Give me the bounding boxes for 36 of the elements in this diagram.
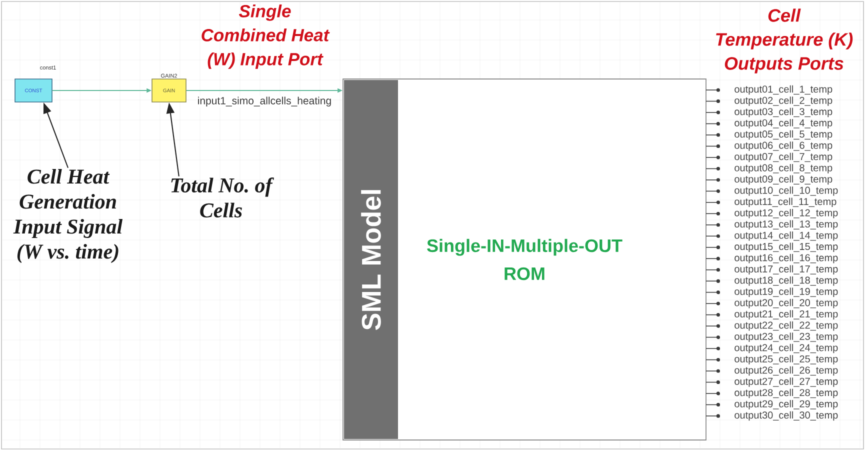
port-label: output18_cell_18_temp — [734, 276, 838, 286]
signal-label: input1_simo_allcells_heating — [196, 96, 333, 108]
port-label: output14_cell_14_temp — [734, 231, 838, 241]
port-label: output29_cell_29_temp — [734, 400, 838, 410]
port-label: output15_cell_15_temp — [734, 242, 838, 252]
port-label: output17_cell_17_temp — [734, 265, 838, 274]
port-label: output06_cell_6_temp — [734, 142, 832, 151]
port-label: output19_cell_19_temp — [734, 288, 838, 297]
port-label: output13_cell_13_temp — [734, 220, 838, 230]
port-label: output28_cell_28_temp — [734, 388, 838, 398]
port-label: output22_cell_22_temp — [734, 321, 838, 331]
port-label: output01_cell_1_temp — [734, 85, 832, 95]
port-label: output11_cell_11_temp — [734, 198, 836, 208]
port-label: output23_cell_23_temp — [734, 332, 838, 342]
port-label: output02_cell_2_temp — [734, 96, 832, 106]
port-label: output10_cell_10_temp — [734, 186, 838, 196]
port-label: output04_cell_4_temp — [734, 119, 832, 128]
port-label: output30_cell_30_temp — [734, 411, 838, 421]
port-label: output20_cell_20_temp — [734, 298, 838, 308]
port-heading: Single Combined Heat (W) Input Port — [202, 4, 330, 69]
port-label: output05_cell_5_temp — [734, 130, 832, 140]
port-heading: Cell Temperature (K) Outputs Ports — [716, 8, 853, 74]
port-label: output26_cell_26_temp — [734, 366, 838, 376]
port-label: output03_cell_3_temp — [734, 108, 832, 118]
port-label: output08_cell_8_temp — [734, 164, 832, 174]
annotation-text: Total No. of Cells — [171, 178, 274, 218]
port-label: output12_cell_12_temp — [734, 208, 838, 218]
port-label: output27_cell_27_temp — [734, 378, 838, 387]
port-label: output07_cell_7_temp — [734, 152, 832, 162]
port-label: output16_cell_16_temp — [734, 254, 838, 264]
port-label: output24_cell_24_temp — [734, 344, 838, 354]
port-label: output09_cell_9_temp — [734, 175, 832, 185]
annotation-text: Cell Heat Generation Input Signal (W vs. time) — [13, 168, 123, 263]
port-label: output25_cell_25_temp — [734, 355, 838, 364]
port-label: output21_cell_21_temp — [734, 310, 838, 320]
sidebar-band: SML Model — [344, 80, 398, 439]
